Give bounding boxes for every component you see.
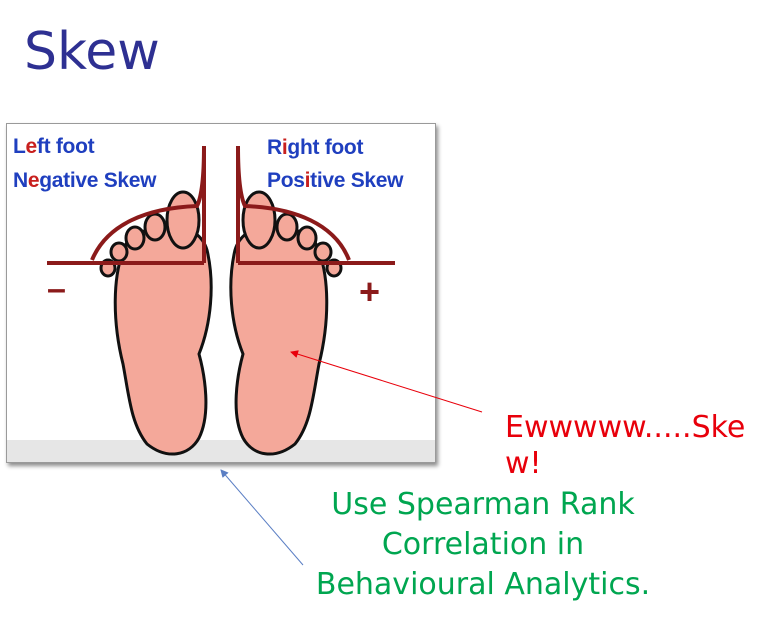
negative-skew-heading: Negative Skew [13,169,157,192]
feet-drawing: – + [7,145,435,462]
skew-curves [47,145,395,265]
slide-title: Skew [24,22,160,82]
minus-sign: – [47,270,66,308]
skew-exclamation-caption: Ewwwww.....Skew! [505,410,746,481]
blue-callout-arrow [220,469,304,566]
plus-sign: + [359,271,380,312]
floor-strip [7,440,435,462]
skew-feet-illustration: – + Left foot Negative Skew Right foot P… [6,123,436,463]
left-foot-heading: Left foot [13,135,95,158]
positive-skew-heading: Positive Skew [267,169,404,192]
right-foot-heading: Right foot [267,136,364,159]
red-callout-arrow [290,350,483,413]
spearman-advice-caption: Use Spearman Rank Correlation in Behavio… [315,487,651,602]
